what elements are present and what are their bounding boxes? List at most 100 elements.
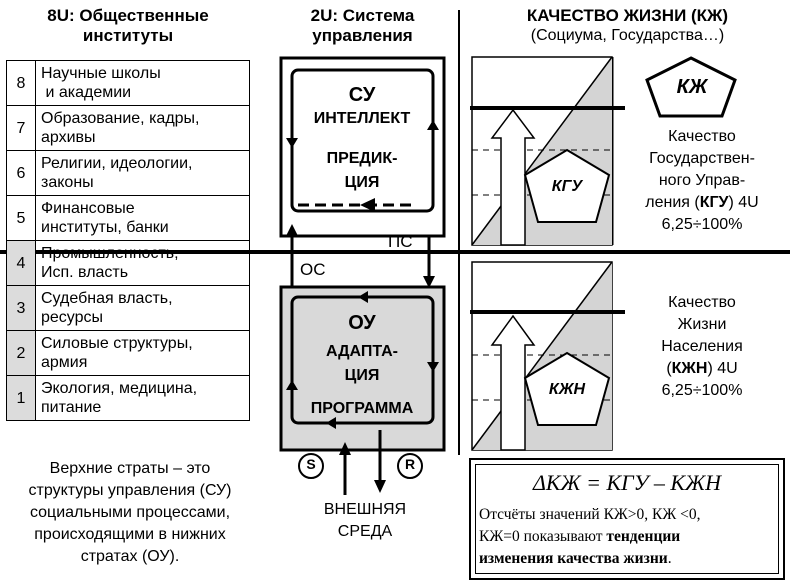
quality-formula: ΔКЖ = КГУ – КЖН: [532, 470, 722, 495]
controlled-object-label: ОУ: [348, 312, 376, 334]
strata-label-line2: институты, банки: [41, 219, 169, 236]
adaptation-loop-arrow-left: [286, 380, 298, 390]
kzhn-label: КЖН: [548, 381, 586, 398]
prediction-arrow-head: [360, 198, 375, 212]
control-system-title: 2U: Система управления: [270, 6, 455, 46]
kzhn-caption-line3: Населения: [661, 338, 743, 355]
kgu-up-arrow: [490, 108, 536, 246]
kgu-caption-line2: Государствен-: [649, 150, 755, 167]
kgu-caption-pre: ления (: [645, 194, 700, 211]
strata-label-line1: Силовые структуры,: [41, 335, 193, 352]
strata-number: 7: [6, 105, 36, 151]
formula-note-bold-2: изменения качества жизни: [479, 550, 668, 567]
control-system-box: [279, 56, 446, 238]
quality-of-life-title: КАЧЕСТВО ЖИЗНИ (КЖ): [526, 6, 729, 25]
direct-link-label: ПС: [388, 232, 413, 251]
kgu-caption-bold: КГУ: [699, 194, 729, 211]
kzh-label: КЖ: [676, 76, 708, 98]
strata-label-line1: Научные школы: [41, 65, 161, 82]
adaptation-label-line1: АДАПТА-: [325, 343, 399, 360]
kzhn-caption-pre: (: [666, 360, 672, 377]
strata-label: Экология, медицина, питание: [35, 375, 250, 421]
strata-label-line2: архивы: [41, 129, 96, 146]
intellect-loop-arrow-left: [286, 138, 298, 148]
external-environment-label: ВНЕШНЯЯ СРЕДА: [290, 499, 440, 543]
kzhn-caption-line1: Качество: [668, 294, 736, 311]
strata-number: 6: [6, 150, 36, 196]
strata-note-line: структуры управления (СУ): [28, 482, 232, 499]
strata-title-line1: 8U: Общественные: [47, 6, 209, 25]
kgu-caption-line5: 6,25÷100%: [661, 216, 743, 233]
formula-box: ΔКЖ = КГУ – КЖН Отсчёты значений КЖ>0, К…: [469, 458, 785, 580]
kgu-caption-line4: ления (КГУ) 4U: [622, 192, 782, 214]
kgu-caption-line1: Качество: [668, 128, 736, 145]
strata-number: 8: [6, 60, 36, 106]
kgu-caption: Качество Государствен- ного Управ- ления…: [622, 126, 782, 236]
strata-label: Силовые структуры, армия: [35, 330, 250, 376]
kzhn-diagonal-line: [471, 261, 613, 451]
strata-note-line: стратах (ОУ).: [80, 548, 180, 565]
kzh-pentagon: [645, 56, 737, 118]
strata-label-line2: ресурсы: [41, 309, 104, 326]
strata-number: 2: [6, 330, 36, 376]
input-arrow-head: [339, 442, 351, 455]
strata-label: Образование, кадры,архивы: [35, 105, 250, 151]
strata-label: Научные школы и академии: [35, 60, 250, 106]
formula-note: Отсчёты значений КЖ>0, КЖ <0, КЖ=0 показ…: [479, 504, 777, 570]
strata-label: Промышленность,Исп. власть: [35, 240, 250, 286]
direct-link-arrow-head: [423, 276, 435, 288]
kgu-pentagon: [523, 148, 611, 223]
control-system-title-line2: управления: [312, 26, 413, 45]
strata-row: 2 Силовые структуры, армия: [6, 330, 250, 376]
strata-row: 1 Экология, медицина, питание: [6, 375, 250, 421]
program-label: ПРОГРАММА: [310, 400, 414, 417]
strata-label-line2: законы: [41, 174, 94, 191]
strata-label-line2: питание: [41, 399, 102, 416]
strata-number: 3: [6, 285, 36, 331]
strata-row: 6 Религии, идеологии, законы: [6, 150, 250, 196]
strata-label-line2: и академии: [41, 84, 132, 101]
strata-label-line1: Религии, идеологии,: [41, 155, 193, 172]
adaptation-loop-arrow-bottom: [326, 417, 336, 429]
formula-note-end: .: [667, 550, 672, 567]
output-r-circle: [397, 453, 423, 479]
formula-box-inner: [475, 464, 779, 574]
kgu-caption-line3: ного Управ-: [658, 172, 746, 189]
strata-label: Судебная власть,ресурсы: [35, 285, 250, 331]
kzhn-caption-bold: КЖН: [671, 360, 708, 377]
kzhn-caption: Качество Жизни Населения (КЖН) 4U 6,25÷1…: [622, 292, 782, 402]
prediction-label-line1: ПРЕДИК-: [326, 150, 398, 167]
kgu-caption-post: ) 4U: [728, 194, 759, 211]
strata-label-line2: армия: [41, 354, 88, 371]
strata-number: 1: [6, 375, 36, 421]
strata-label: Религии, идеологии, законы: [35, 150, 250, 196]
control-system-label: СУ: [348, 84, 376, 106]
strata-note-line: происходящими в нижних: [34, 526, 226, 543]
input-s-circle: [298, 453, 324, 479]
kzhn-caption-line4: (КЖН) 4U: [622, 358, 782, 380]
strata-note: Верхние страты – это структуры управлени…: [6, 458, 254, 568]
strata-note-line: Верхние страты – это: [49, 460, 211, 477]
intellect-loop-arrow-right: [427, 120, 439, 130]
external-environment-line1: ВНЕШНЯЯ: [323, 501, 407, 518]
strata-note-line: социальными процессами,: [29, 504, 231, 521]
kzhn-up-arrow: [490, 314, 536, 451]
kgu-diagonal-line: [471, 56, 613, 246]
strata-label-line1: Экология, медицина,: [41, 380, 198, 397]
quality-of-life-subtitle: (Социума, Государства…): [530, 27, 725, 44]
output-r-symbol: R: [404, 456, 416, 472]
feedback-label: ОС: [300, 260, 326, 279]
strata-label-line2: Исп. власть: [41, 264, 129, 281]
strata-number: 4: [6, 240, 36, 286]
output-arrow-head: [374, 480, 386, 493]
intellect-label: ИНТЕЛЛЕКТ: [313, 110, 411, 127]
